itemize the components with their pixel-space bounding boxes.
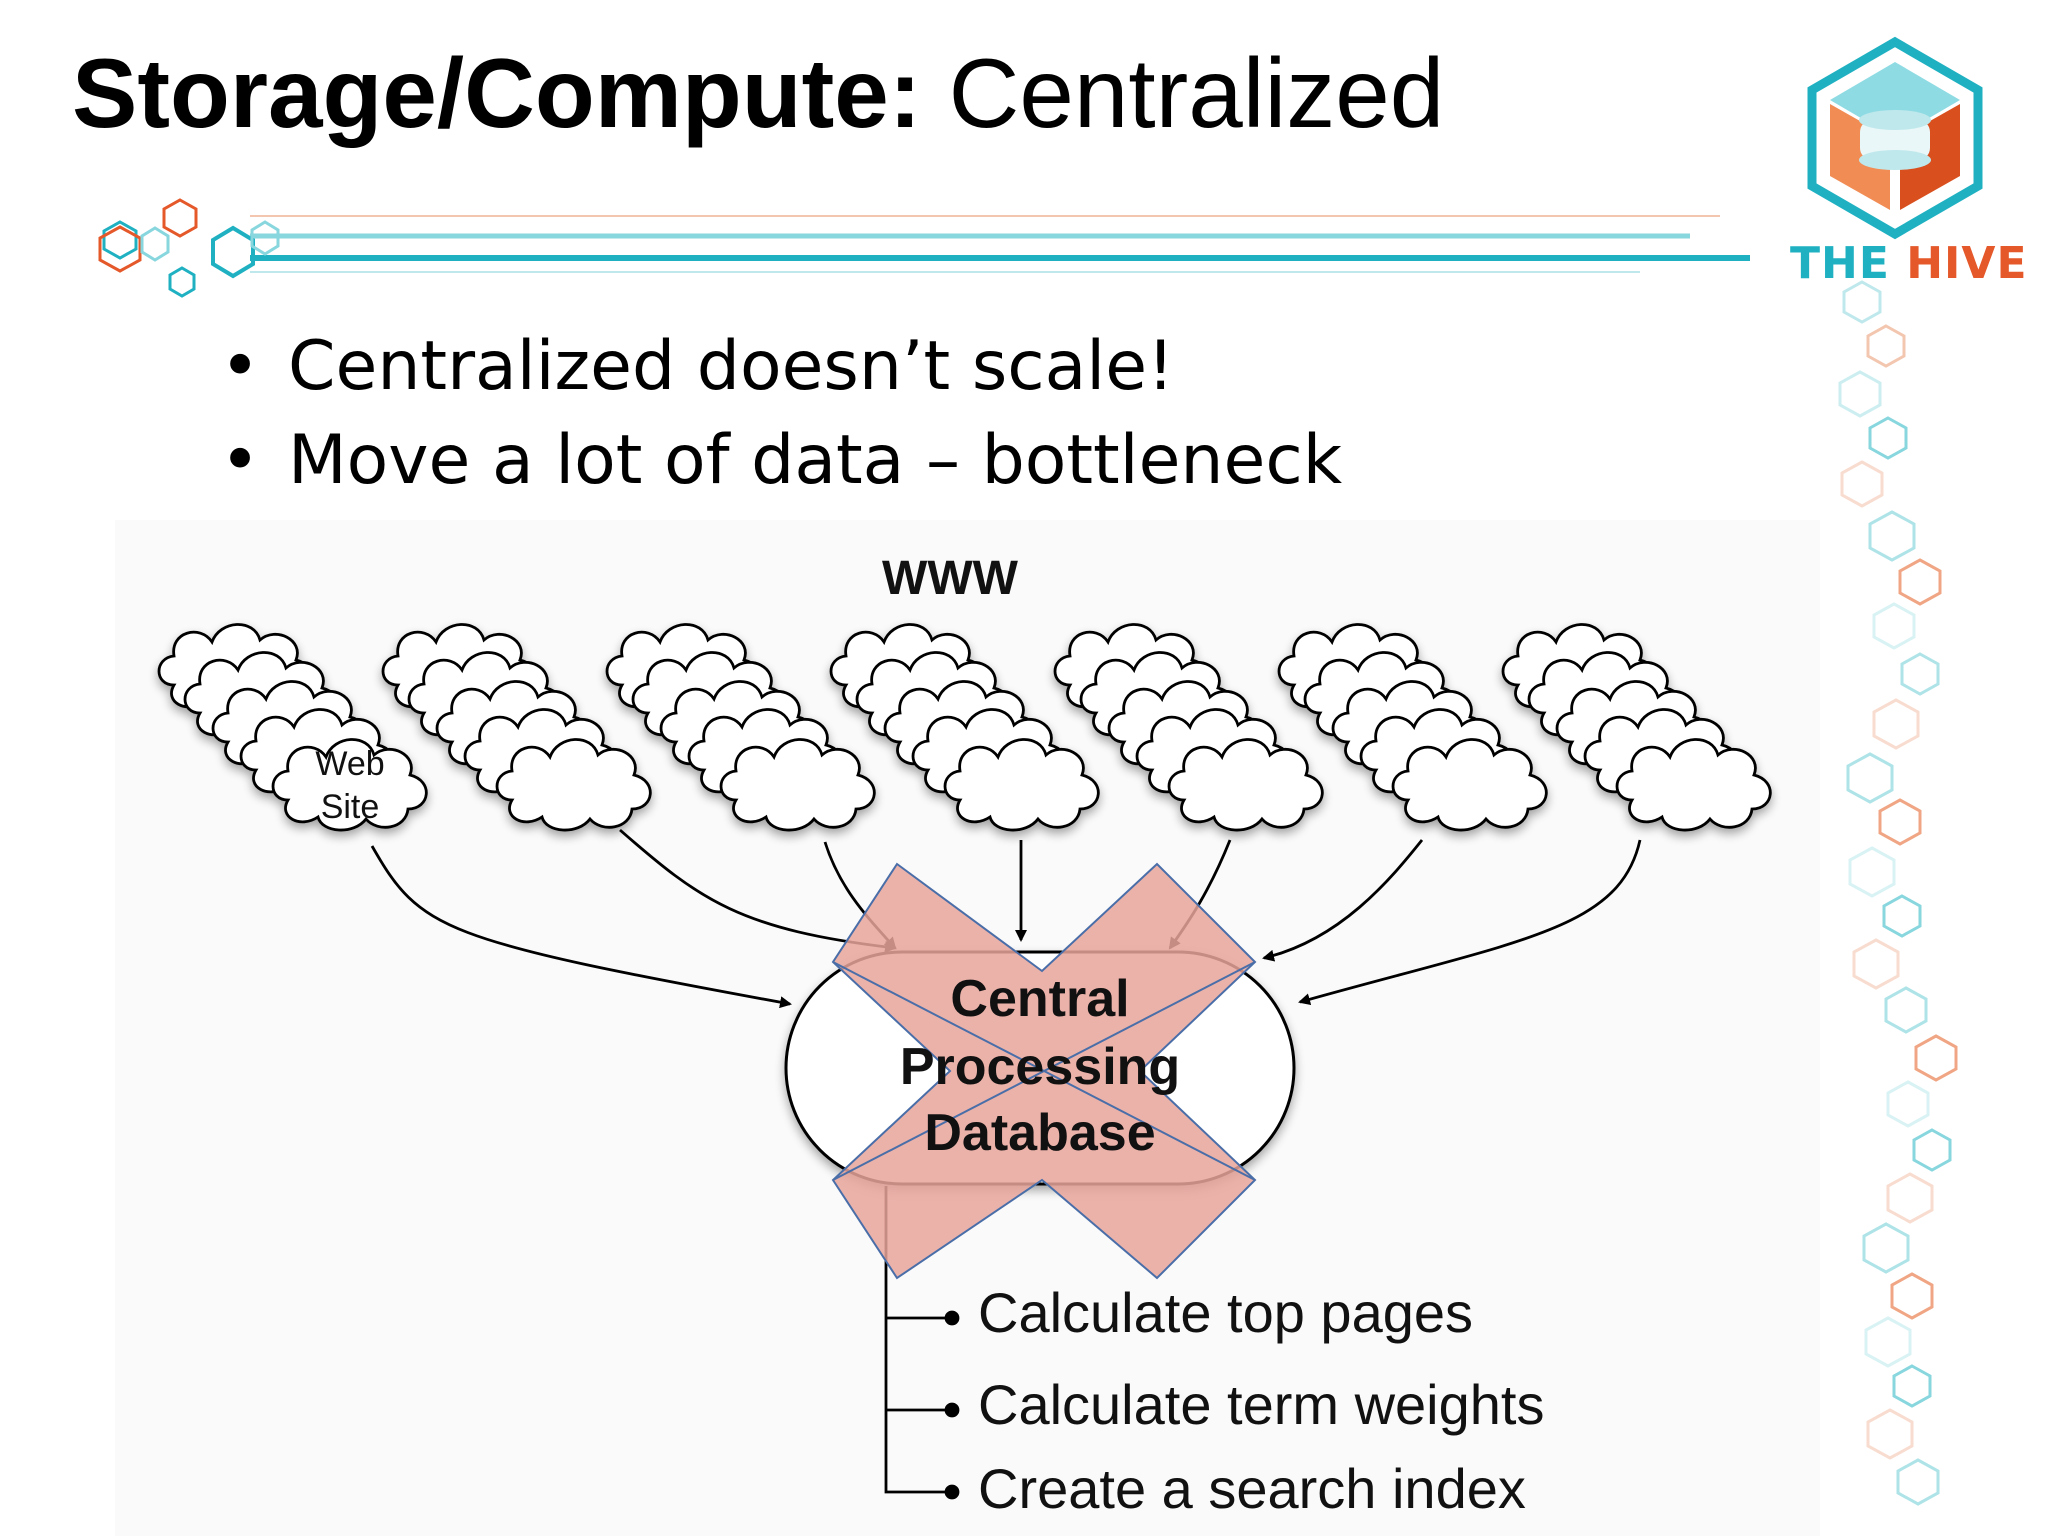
header-rules [250, 215, 1750, 273]
bullet-item: Move a lot of data – bottleneck [220, 414, 1342, 508]
title-regular: Centralized [921, 38, 1445, 148]
cross-out-x-icon [831, 862, 1257, 1280]
web-site-label-line1: Web [315, 745, 384, 783]
logo-text-part1: THE [1790, 238, 1907, 289]
logo-text-part2: HIVE [1906, 238, 2028, 289]
database-label-line1: Central [950, 970, 1129, 1028]
side-hex-chain [1838, 280, 1958, 1506]
web-site-label-line2: Site [321, 788, 380, 826]
www-label: WWW [882, 552, 1019, 605]
task-item: Calculate term weights [978, 1373, 1544, 1436]
hive-logo-icon [1807, 36, 1983, 240]
database-label-line3: Database [924, 1104, 1155, 1162]
hive-logo-text: THE HIVE [1790, 238, 2028, 289]
bullet-item: Centralized doesn’t scale! [220, 320, 1342, 414]
database-label-line2: Processing [900, 1038, 1180, 1096]
bullet-list: Centralized doesn’t scale! Move a lot of… [220, 320, 1342, 508]
title-bold: Storage/Compute: [72, 38, 922, 148]
slide-title: Storage/Compute: Centralized [72, 38, 1445, 148]
task-item: Create a search index [978, 1457, 1526, 1520]
tasks-bracket [884, 1186, 960, 1500]
task-item: Calculate top pages [978, 1281, 1473, 1344]
header-hex-cluster [98, 198, 280, 298]
